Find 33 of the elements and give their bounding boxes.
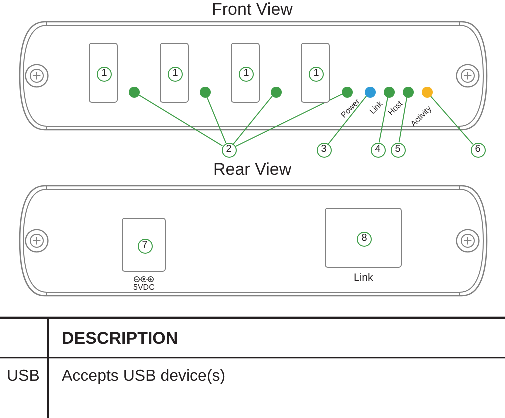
callout-number: 2 xyxy=(222,142,236,158)
leader-line xyxy=(398,96,408,144)
view-heading: Rear View xyxy=(214,160,292,180)
callout-number: 7 xyxy=(138,238,152,254)
callout-number: 1 xyxy=(309,66,324,82)
usb-port xyxy=(231,43,260,103)
callout-number: 6 xyxy=(470,142,486,158)
leader-line xyxy=(430,96,474,145)
leader-line xyxy=(235,94,343,148)
callout-number: 1 xyxy=(168,66,183,82)
column-heading: DESCRIPTION xyxy=(62,329,178,350)
indicator-label: Link xyxy=(368,98,385,116)
table-text: Accepts USB device(s) xyxy=(62,367,226,386)
usb-port xyxy=(89,43,118,103)
leader-line xyxy=(378,96,388,144)
callout-number: 1 xyxy=(239,66,254,82)
leader-line xyxy=(233,96,273,145)
callout-number: 1 xyxy=(97,66,112,82)
callout-number: 3 xyxy=(316,142,332,158)
leader-line xyxy=(138,94,224,147)
callout-number: 5 xyxy=(390,142,406,158)
table-text: USB xyxy=(7,367,40,386)
leader-line xyxy=(328,96,368,145)
view-heading: Front View xyxy=(212,0,293,20)
power-jack xyxy=(122,218,166,272)
usb-port xyxy=(160,43,189,103)
port-label: 5VDC xyxy=(134,283,155,292)
leader-line xyxy=(206,96,227,144)
port-label: Link xyxy=(354,272,374,284)
network-port xyxy=(325,208,402,268)
callout-number: 8 xyxy=(357,232,372,246)
callout-number: 4 xyxy=(370,142,386,158)
usb-port xyxy=(301,43,330,103)
